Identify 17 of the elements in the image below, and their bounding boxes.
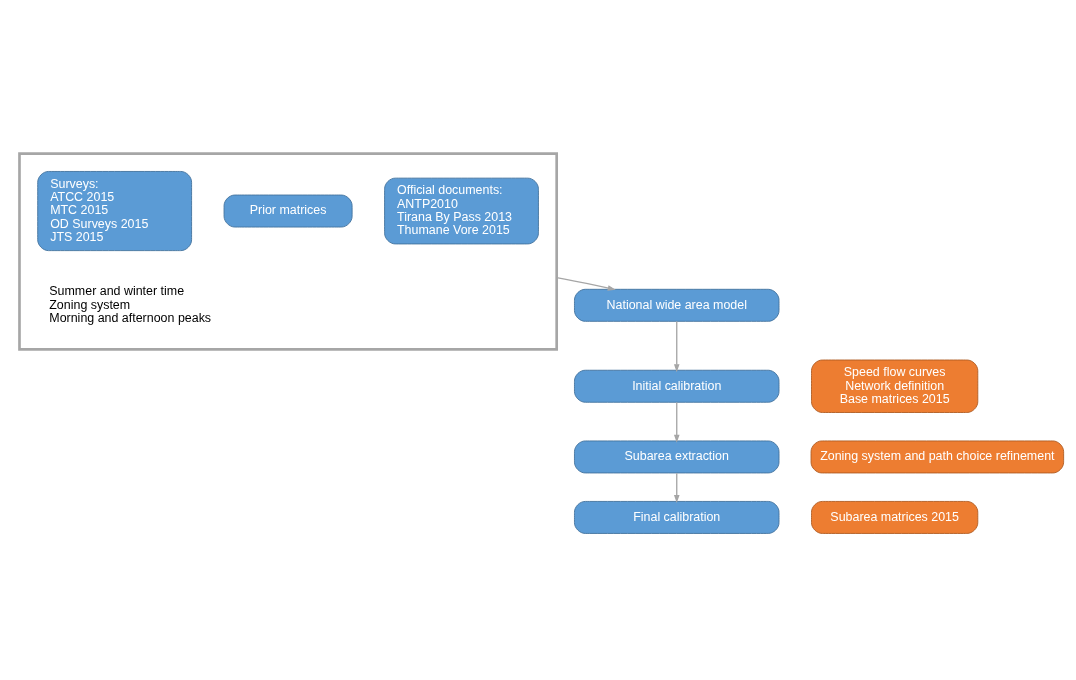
node-box: Subarea extraction: [574, 440, 780, 474]
arrow: [556, 276, 616, 291]
node-label: Summer and winter time: [49, 284, 185, 299]
node-box: National wide area model: [574, 288, 780, 322]
node-box: Prior matrices: [223, 194, 353, 228]
node-label: Zoning system: [49, 297, 131, 312]
node-box: Subarea matrices 2015: [811, 500, 979, 534]
arrow: [673, 320, 680, 373]
node-box: Zoning system and path choice refinement: [810, 440, 1065, 474]
arrow: [673, 472, 680, 504]
node-box: Initial calibration: [574, 369, 780, 403]
node-box: Final calibration: [574, 500, 780, 534]
node-box: Surveys: ATCC 2015 MTC 2015 OD Surveys 2015 JTS 2015: [37, 171, 193, 252]
node-box: Official documents: ANTP2010 Tirana By Pass 2013 Thumane Vore 2015: [384, 177, 539, 245]
cluster: [18, 152, 558, 351]
node-box: Speed flow curves Network definition Base matrices 2015: [811, 359, 979, 413]
arrow: [673, 401, 680, 443]
